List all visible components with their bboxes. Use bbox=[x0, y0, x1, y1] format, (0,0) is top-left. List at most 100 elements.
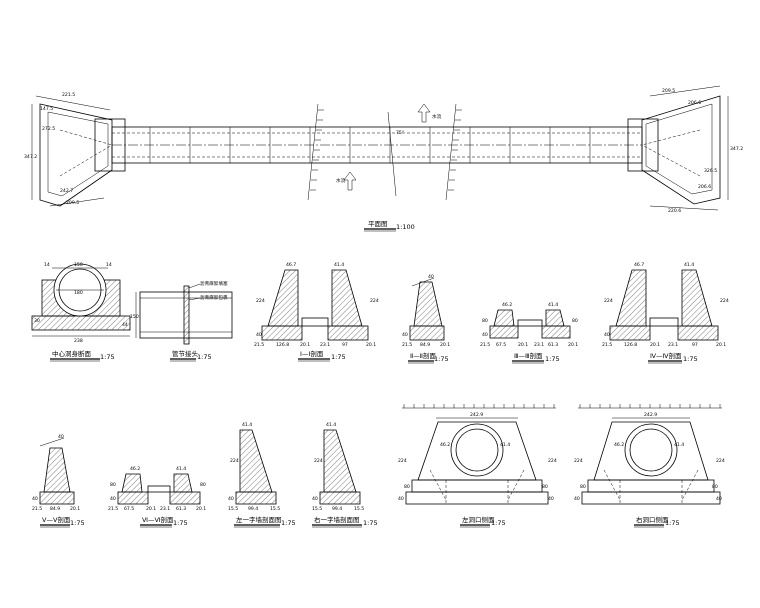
svg-text:46.2: 46.2 bbox=[502, 302, 512, 308]
svg-text:206.6: 206.6 bbox=[698, 184, 711, 190]
svg-text:46.7: 46.7 bbox=[634, 262, 644, 268]
svg-text:15.5: 15.5 bbox=[270, 506, 280, 512]
svg-text:21.5: 21.5 bbox=[602, 342, 612, 348]
svg-text:Ⅱ—Ⅱ剖面: Ⅱ—Ⅱ剖面 bbox=[410, 351, 436, 360]
section-5-5: 40 40 84.9 21.5 20.1 Ⅴ—Ⅴ剖面 1:75 bbox=[32, 434, 85, 528]
svg-text:40: 40 bbox=[482, 332, 488, 338]
svg-text:180: 180 bbox=[74, 290, 83, 296]
svg-text:40: 40 bbox=[548, 496, 554, 502]
svg-text:15.5: 15.5 bbox=[354, 506, 364, 512]
plan-left-wingwall bbox=[39, 103, 113, 207]
svg-text:1:75: 1:75 bbox=[683, 355, 698, 363]
svg-text:40: 40 bbox=[256, 332, 262, 338]
svg-text:23.1: 23.1 bbox=[668, 342, 678, 348]
section-left-portal: 242.9 46.2 41.4 224 224 40 40 80 80 左洞口侧… bbox=[398, 404, 557, 528]
svg-text:1:75: 1:75 bbox=[281, 519, 296, 527]
svg-text:99.4: 99.4 bbox=[248, 506, 258, 512]
svg-text:97: 97 bbox=[692, 342, 698, 348]
svg-text:沥青麻絮填塞: 沥青麻絮填塞 bbox=[200, 280, 228, 287]
svg-text:1:75: 1:75 bbox=[665, 519, 680, 527]
svg-text:23.1: 23.1 bbox=[320, 342, 330, 348]
svg-text:20.1: 20.1 bbox=[518, 342, 528, 348]
svg-text:46.2: 46.2 bbox=[614, 442, 624, 448]
svg-text:15.5: 15.5 bbox=[312, 506, 322, 512]
svg-text:326.5: 326.5 bbox=[704, 168, 717, 174]
svg-text:Ⅳ—Ⅳ剖面: Ⅳ—Ⅳ剖面 bbox=[650, 351, 682, 360]
flow-label-2: 水流 bbox=[336, 177, 346, 184]
section-center-barrel: 14 150 14 180 30 44 238 中心洞身断面 1:75 bbox=[31, 262, 131, 362]
svg-text:61.3: 61.3 bbox=[176, 506, 186, 512]
svg-text:Ⅰ—Ⅰ剖面: Ⅰ—Ⅰ剖面 bbox=[300, 349, 324, 358]
svg-text:224: 224 bbox=[548, 458, 557, 464]
svg-text:20.1: 20.1 bbox=[568, 342, 578, 348]
svg-text:41.4: 41.4 bbox=[500, 442, 510, 448]
svg-text:209.5: 209.5 bbox=[662, 88, 675, 94]
svg-text:40: 40 bbox=[574, 496, 580, 502]
svg-text:20.1: 20.1 bbox=[196, 506, 206, 512]
svg-text:150: 150 bbox=[130, 314, 139, 320]
svg-text:20.1: 20.1 bbox=[70, 506, 80, 512]
section-right-wall: 41.4 224 40 99.4 15.5 15.5 右一字墙剖面图 1:75 bbox=[312, 422, 378, 528]
svg-text:30: 30 bbox=[34, 318, 40, 324]
svg-text:67.5: 67.5 bbox=[124, 506, 134, 512]
svg-text:40: 40 bbox=[58, 434, 64, 440]
svg-text:1:75: 1:75 bbox=[545, 355, 560, 363]
svg-text:40: 40 bbox=[604, 332, 610, 338]
svg-text:1:75: 1:75 bbox=[100, 353, 115, 361]
plan-view: 水流 水流 75° 221.5 147.5 347.2 272.5 242.7 … bbox=[24, 85, 743, 232]
svg-text:左洞口侧面: 左洞口侧面 bbox=[462, 515, 495, 524]
svg-text:21.5: 21.5 bbox=[32, 506, 42, 512]
svg-text:中心洞身断面: 中心洞身断面 bbox=[52, 349, 92, 358]
svg-text:84.9: 84.9 bbox=[420, 342, 430, 348]
svg-text:15.5: 15.5 bbox=[228, 506, 238, 512]
svg-text:242.7: 242.7 bbox=[60, 188, 73, 194]
plan-scale: 1:100 bbox=[396, 223, 415, 231]
plan-title: 平面图 bbox=[368, 220, 388, 228]
flow-arrow-icon bbox=[417, 103, 431, 123]
svg-text:沥青麻絮包裹: 沥青麻絮包裹 bbox=[200, 294, 228, 301]
svg-text:左一字墙剖面图: 左一字墙剖面图 bbox=[236, 515, 282, 524]
section-left-wall: 41.4 224 40 99.4 15.5 15.5 左一字墙剖面图 1:75 bbox=[228, 422, 296, 528]
svg-text:40: 40 bbox=[402, 332, 408, 338]
svg-text:347.2: 347.2 bbox=[24, 154, 37, 160]
svg-text:224: 224 bbox=[716, 458, 725, 464]
svg-text:80: 80 bbox=[580, 484, 586, 490]
svg-text:Ⅴ—Ⅴ剖面: Ⅴ—Ⅴ剖面 bbox=[42, 515, 71, 524]
svg-text:41.4: 41.4 bbox=[684, 262, 694, 268]
svg-text:Ⅲ—Ⅲ剖面: Ⅲ—Ⅲ剖面 bbox=[514, 351, 543, 360]
section-4-4: 46.7 41.4 224 224 40 126.8 97 20.1 23.1 … bbox=[602, 262, 729, 364]
plan-left-dims: 221.5 147.5 347.2 272.5 242.7 209.5 bbox=[24, 92, 111, 207]
svg-text:80: 80 bbox=[572, 318, 578, 324]
svg-text:20.1: 20.1 bbox=[650, 342, 660, 348]
plan-right-dims: 209.5 206.6 347.2 326.5 206.6 220.6 bbox=[649, 85, 743, 214]
svg-text:1:75: 1:75 bbox=[70, 519, 85, 527]
flow-arrow-icon bbox=[343, 171, 357, 191]
svg-text:80: 80 bbox=[200, 482, 206, 488]
svg-text:221.5: 221.5 bbox=[62, 92, 75, 98]
svg-text:242.9: 242.9 bbox=[644, 412, 657, 418]
svg-text:80: 80 bbox=[542, 484, 548, 490]
svg-text:84.9: 84.9 bbox=[50, 506, 60, 512]
svg-text:右一字墙剖面图: 右一字墙剖面图 bbox=[314, 515, 360, 524]
svg-text:224: 224 bbox=[720, 298, 729, 304]
svg-text:209.5: 209.5 bbox=[66, 200, 79, 206]
svg-text:224: 224 bbox=[370, 298, 379, 304]
svg-text:40: 40 bbox=[716, 496, 722, 502]
svg-text:20.1: 20.1 bbox=[300, 342, 310, 348]
svg-text:40: 40 bbox=[110, 496, 116, 502]
svg-text:23.1: 23.1 bbox=[160, 506, 170, 512]
svg-text:21.5: 21.5 bbox=[254, 342, 264, 348]
svg-text:管节接头: 管节接头 bbox=[172, 349, 199, 358]
svg-text:147.5: 147.5 bbox=[40, 106, 53, 112]
svg-text:1:75: 1:75 bbox=[173, 519, 188, 527]
svg-text:1:75: 1:75 bbox=[491, 519, 506, 527]
svg-text:21.5: 21.5 bbox=[480, 342, 490, 348]
svg-text:14: 14 bbox=[44, 262, 50, 268]
svg-text:224: 224 bbox=[256, 298, 265, 304]
svg-text:40: 40 bbox=[228, 496, 234, 502]
svg-text:右洞口侧面: 右洞口侧面 bbox=[636, 515, 669, 524]
svg-text:21.5: 21.5 bbox=[402, 342, 412, 348]
svg-text:80: 80 bbox=[110, 482, 116, 488]
svg-text:1:75: 1:75 bbox=[434, 355, 449, 363]
section-right-portal: 242.9 46.2 41.4 224 224 40 40 80 80 右洞口侧… bbox=[574, 404, 725, 528]
